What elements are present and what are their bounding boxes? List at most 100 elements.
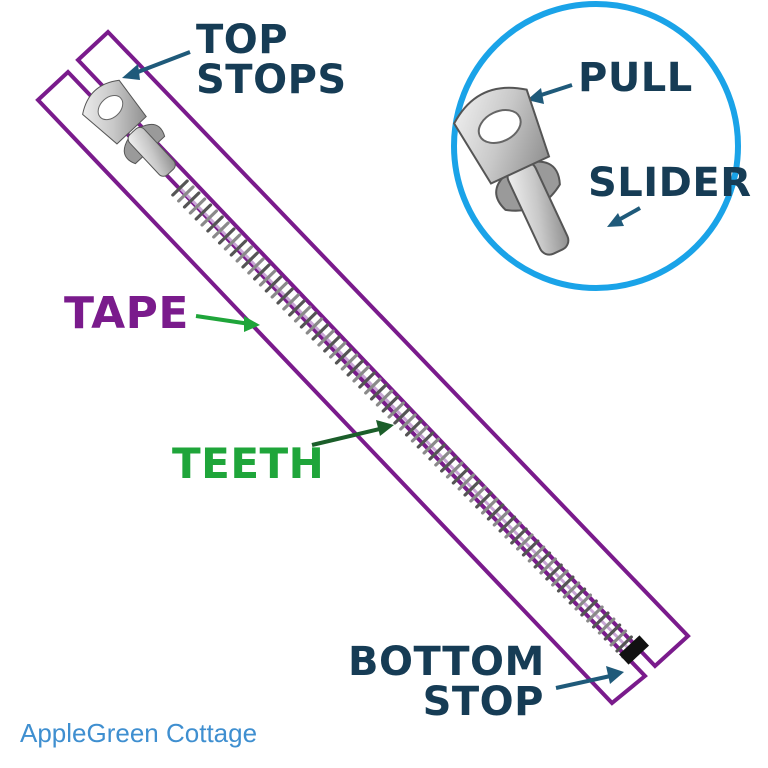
zipper-tooth [305, 317, 324, 335]
zipper-tooth [416, 431, 435, 449]
label-slider: SLIDER [588, 160, 752, 206]
zipper-tooth [182, 191, 201, 209]
zipper-tooth [516, 533, 534, 551]
label-pull: PULL [578, 55, 693, 101]
zipper-tooth [317, 329, 335, 347]
inset-circle [451, 1, 741, 291]
zipper-tooth [346, 359, 365, 377]
left-tape [35, 69, 648, 706]
zipper-tooth [445, 461, 464, 479]
zipper-tooth [463, 479, 481, 497]
zipper-tooth [364, 377, 382, 395]
zipper-tooth [434, 449, 452, 467]
zipper-tooth [212, 221, 230, 239]
right-tape [75, 29, 691, 669]
arrow-teeth [311, 426, 385, 447]
zipper-tooth [521, 539, 540, 557]
zipper-tooth [375, 389, 394, 407]
zipper-tooth [235, 245, 254, 263]
zipper-tooth [329, 341, 347, 359]
zipper-tooth [194, 203, 213, 221]
zipper-tooth [527, 545, 546, 563]
label-top-stops: TOP STOPS [196, 20, 347, 100]
zipper-tooth [451, 467, 470, 485]
arrow-bottom-stop [555, 673, 616, 690]
zipper-tooth [539, 557, 557, 575]
zipper-tooth [586, 605, 604, 623]
zipper-tooth [340, 353, 359, 371]
teeth-center-cord [178, 186, 632, 652]
zipper-tooth [405, 419, 423, 437]
zipper-tooth [475, 491, 493, 509]
zipper-tooth [568, 587, 587, 605]
zipper-tooth [177, 185, 195, 203]
zipper-tooth [270, 281, 289, 299]
label-arrows [122, 50, 641, 690]
zipper-teeth [171, 179, 639, 659]
zipper-tooth [264, 275, 283, 293]
zipper-tooth [428, 443, 446, 461]
label-teeth: TEETH [172, 439, 325, 488]
inset-slider-and-pull [453, 86, 570, 256]
zipper-tooth [399, 413, 417, 431]
zipper-tooth [171, 179, 189, 197]
zipper-tooth [352, 365, 370, 383]
zipper-tooth [440, 455, 458, 473]
zipper-tooth [217, 227, 236, 245]
zipper-tooth [323, 335, 341, 353]
zipper-tooth [422, 437, 441, 455]
zipper-tooth [410, 425, 429, 443]
zipper-tooth [574, 593, 593, 611]
zipper-tooth [504, 521, 522, 539]
label-tape: TAPE [64, 288, 189, 339]
arrow-tape-head [244, 316, 260, 332]
zipper-tooth [457, 473, 476, 491]
zipper-tooth [258, 269, 277, 287]
label-bottom-stop-line1: BOTTOM [348, 639, 545, 685]
zipper-tooth [381, 395, 400, 413]
zipper-tooth [369, 383, 388, 401]
label-bottom-stop: BOTTOM STOP [348, 642, 544, 722]
zipper-tooth [241, 251, 259, 269]
zipper-tooth [615, 635, 633, 653]
zipper-tooth [592, 611, 610, 629]
zipper-tooth [293, 305, 312, 323]
zipper-tooth [556, 575, 575, 593]
zipper-tooth [580, 599, 598, 617]
arrow-top-stops [129, 50, 191, 77]
zipper-tooth [188, 197, 207, 215]
label-top-stops-line1: TOP [196, 17, 289, 63]
zipper-tooth [469, 485, 487, 503]
arrow-tape [195, 314, 251, 326]
label-bottom-stop-line2: STOP [422, 679, 544, 725]
zipper-tooth [498, 515, 517, 533]
zipper-tooth [253, 263, 271, 281]
bottom-stop [618, 635, 650, 665]
zipper-tooth [545, 563, 563, 581]
zipper-tooth [229, 239, 248, 257]
label-top-stops-line2: STOPS [196, 57, 347, 103]
zipper-tooth [480, 497, 499, 515]
zipper-tooth [597, 617, 616, 635]
zipper-tooth [358, 371, 376, 389]
brand-logo-text: AppleGreen Cottage [20, 718, 258, 748]
slider-and-pull [82, 79, 176, 177]
zipper-tooth [276, 287, 294, 305]
zipper-tooth [510, 527, 528, 545]
zipper-tooth [299, 311, 318, 329]
zipper-tooth [288, 299, 306, 317]
zipper-tooth [603, 623, 622, 641]
zipper-tooth [533, 551, 552, 569]
zipper-tooth [247, 257, 265, 275]
zipper-tooth [393, 407, 411, 425]
zipper-tooth [486, 503, 505, 521]
zipper-tooth [206, 215, 224, 233]
zipper-tooth [282, 293, 300, 311]
zipper-tooth [609, 629, 628, 647]
zipper-tooth [223, 233, 242, 251]
zipper-tooth [200, 209, 218, 227]
zipper-tooth [311, 323, 330, 341]
zipper-tooth [387, 401, 405, 419]
